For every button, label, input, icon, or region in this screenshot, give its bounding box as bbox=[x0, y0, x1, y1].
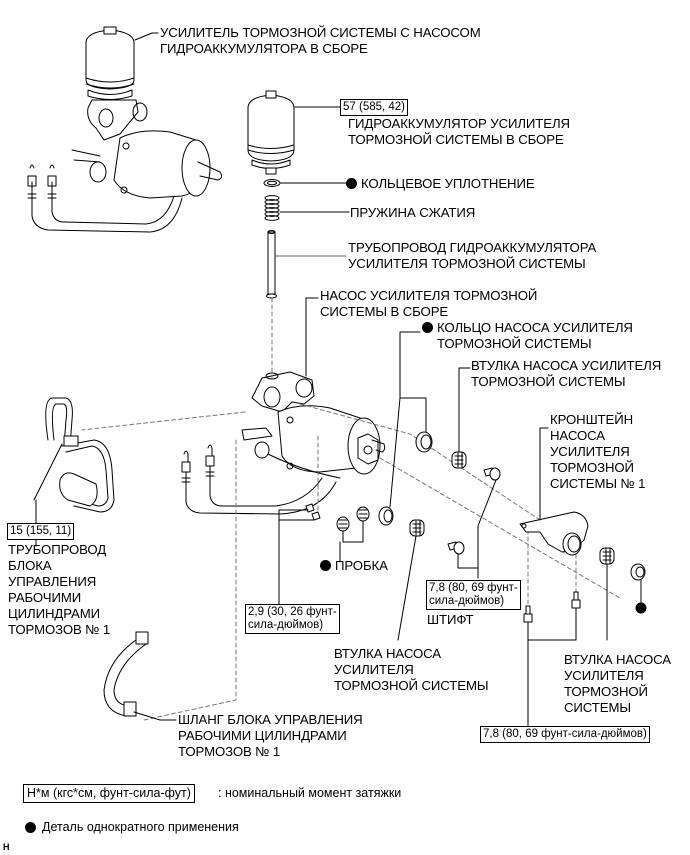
non-reusable-dot-icon bbox=[320, 560, 331, 571]
label-bushing-top: ВТУЛКА НАСОСА УСИЛИТЕЛЯ ТОРМОЗНОЙ СИСТЕМ… bbox=[471, 358, 661, 390]
label-line: ВТУЛКА НАСОСА bbox=[564, 652, 671, 667]
label-line: УСИЛИТЕЛЯ ТОРМОЗНОЙ СИСТЕМЫ bbox=[348, 256, 586, 271]
pin-illustrations bbox=[447, 467, 501, 555]
leader-bolts bbox=[527, 607, 577, 729]
label-line: УСИЛИТЕЛЬ ТОРМОЗНОЙ СИСТЕМЫ С НАСОСОМ bbox=[160, 25, 481, 40]
label-line: ТОРМОЗОВ № 1 bbox=[8, 622, 111, 637]
label-line: СИСТЕМЫ bbox=[564, 700, 631, 715]
label-line: УПРАВЛЕНИЯ bbox=[8, 574, 97, 589]
leader-screws bbox=[278, 509, 315, 605]
label-actuator-pipe: ТРУБОПРОВОД БЛОКА УПРАВЛЕНИЯ РАБОЧИМИ ЦИ… bbox=[8, 542, 110, 638]
non-reusable-dot-cap bbox=[635, 602, 647, 614]
label-pin: ШТИФТ bbox=[427, 612, 474, 627]
label-line: ШЛАНГ БЛОКА УПРАВЛЕНИЯ bbox=[178, 712, 363, 727]
label-booster-assembly: УСИЛИТЕЛЬ ТОРМОЗНОЙ СИСТЕМЫ С НАСОСОМ ГИ… bbox=[160, 25, 481, 57]
label-line: ТОРМОЗНОЙ СИСТЕМЫ В СБОРЕ bbox=[348, 132, 564, 147]
label-line: ВТУЛКА НАСОСА УСИЛИТЕЛЯ bbox=[471, 358, 662, 373]
plug-screw-illustrations bbox=[305, 503, 370, 532]
leader-bracket bbox=[539, 427, 549, 521]
non-reusable-dot-icon bbox=[346, 178, 357, 189]
label-line: РАБОЧИМИ bbox=[8, 590, 82, 605]
assembly-guide-lines bbox=[81, 297, 621, 721]
torque-accumulator: 57 (585, 42) bbox=[340, 99, 409, 116]
label-line: СИСТЕМЫ В СБОРЕ bbox=[320, 304, 449, 319]
label-line: НАСОСА bbox=[550, 428, 605, 443]
label-spring: ПРУЖИНА СЖАТИЯ bbox=[350, 205, 476, 220]
label-line: ВТУЛКА НАСОСА bbox=[334, 646, 441, 661]
label-line: УСИЛИТЕЛЯ bbox=[564, 668, 644, 683]
bolt-illustrations bbox=[523, 591, 581, 623]
legend-non-reusable: Деталь однократного применения bbox=[42, 820, 239, 834]
hose-illustration bbox=[103, 631, 149, 717]
pump-assembly-illustration bbox=[241, 371, 386, 479]
label-accumulator-pipe: ТРУБОПРОВОД ГИДРОАККУМУЛЯТОРА УСИЛИТЕЛЯ … bbox=[348, 240, 596, 272]
label-line: ТОРМОЗНОЙ bbox=[564, 684, 648, 699]
label-line: ГИДРОАККУМУЛЯТОР УСИЛИТЕЛЯ bbox=[348, 116, 570, 131]
label-bushing-right: ВТУЛКА НАСОСА УСИЛИТЕЛЯ ТОРМОЗНОЙ СИСТЕМ… bbox=[564, 652, 671, 716]
label-line: ТОРМОЗНОЙ СИСТЕМЫ bbox=[437, 336, 592, 351]
torque-actuator-pipe: 15 (155, 11) bbox=[7, 523, 75, 540]
label-line: ТОРМОЗОВ № 1 bbox=[178, 744, 281, 759]
label-line: 2,9 (30, 26 фунт- bbox=[248, 606, 337, 618]
accumulator-illustration bbox=[247, 90, 295, 299]
label-pump-assembly: НАСОС УСИЛИТЕЛЯ ТОРМОЗНОЙ СИСТЕМЫ В СБОР… bbox=[320, 288, 537, 320]
label-line: сила-дюймов) bbox=[429, 595, 505, 607]
leader-bushing-mid bbox=[397, 535, 417, 641]
pump-ring-illustration bbox=[378, 431, 433, 526]
label-line: ТОРМОЗНОЙ bbox=[550, 460, 634, 475]
corner-mark: H bbox=[3, 842, 10, 852]
label-pump-ring: КОЛЬЦО НАСОСА УСИЛИТЕЛЯ ТОРМОЗНОЙ СИСТЕМ… bbox=[422, 320, 633, 352]
label-text: ПРОБКА bbox=[335, 558, 388, 573]
legend-torque-units: Н*м (кгс*см, фунт-сила-фут) bbox=[23, 784, 195, 803]
booster-assembly-illustration bbox=[27, 26, 223, 233]
non-reusable-dot-icon bbox=[422, 322, 433, 333]
torque-pins: 7,8 (80, 69 фунт- сила-дюймов) bbox=[426, 580, 521, 610]
label-line: НАСОС УСИЛИТЕЛЯ ТОРМОЗНОЙ bbox=[320, 288, 538, 303]
label-line: 7,8 (80, 69 фунт- bbox=[429, 582, 518, 594]
torque-bolts: 7,8 (80, 69 фунт-сила-дюймов) bbox=[480, 726, 650, 743]
label-line: ЦИЛИНДРАМИ bbox=[8, 606, 100, 621]
label-line: УСИЛИТЕЛЯ bbox=[550, 444, 630, 459]
leader-bushing-top bbox=[458, 367, 471, 453]
label-line: сила-дюймов) bbox=[248, 619, 324, 631]
bushing-illustrations bbox=[409, 451, 615, 565]
leader-hose bbox=[133, 711, 177, 721]
label-o-ring: КОЛЬЦЕВОЕ УПЛОТНЕНИЕ bbox=[346, 176, 535, 192]
pump-wire-connectors bbox=[181, 444, 337, 515]
cap-illustration bbox=[630, 563, 646, 581]
non-reusable-dot-icon bbox=[25, 822, 36, 833]
label-line: ГИДРОАККУМУЛЯТОРА В СБОРЕ bbox=[160, 41, 368, 56]
torque-screws: 2,9 (30, 26 фунт- сила-дюймов) bbox=[245, 604, 340, 634]
label-line: РАБОЧИМИ ЦИЛИНДРАМИ bbox=[178, 728, 347, 743]
leader-plug bbox=[339, 520, 364, 563]
actuator-pipe-illustration bbox=[33, 397, 115, 513]
label-bushing-mid: ВТУЛКА НАСОСА УСИЛИТЕЛЯ ТОРМОЗНОЙ СИСТЕМ… bbox=[334, 646, 489, 694]
label-line: УСИЛИТЕЛЯ bbox=[334, 662, 414, 677]
label-line: КРОНШТЕЙН bbox=[550, 412, 634, 427]
label-text: КОЛЬЦЕВОЕ УПЛОТНЕНИЕ bbox=[361, 176, 535, 191]
label-line: ТРУБОПРОВОД bbox=[8, 542, 107, 557]
label-line: КОЛЬЦО НАСОСА УСИЛИТЕЛЯ bbox=[437, 320, 633, 335]
leader-pin bbox=[457, 479, 497, 579]
bracket-illustration bbox=[519, 511, 589, 556]
label-hose: ШЛАНГ БЛОКА УПРАВЛЕНИЯ РАБОЧИМИ ЦИЛИНДРА… bbox=[178, 712, 363, 760]
label-line: ТОРМОЗНОЙ СИСТЕМЫ bbox=[471, 374, 626, 389]
leader-pump-assembly bbox=[305, 297, 319, 377]
label-line: БЛОКА bbox=[8, 558, 52, 573]
label-line: СИСТЕМЫ № 1 bbox=[550, 476, 646, 491]
label-accumulator: ГИДРОАККУМУЛЯТОР УСИЛИТЕЛЯ ТОРМОЗНОЙ СИС… bbox=[348, 116, 570, 148]
label-line: ТОРМОЗНОЙ СИСТЕМЫ bbox=[334, 678, 489, 693]
label-bracket: КРОНШТЕЙН НАСОСА УСИЛИТЕЛЯ ТОРМОЗНОЙ СИС… bbox=[550, 412, 645, 492]
label-line: ТРУБОПРОВОД ГИДРОАККУМУЛЯТОРА bbox=[348, 240, 597, 255]
legend-torque-description: : номинальный момент затяжки bbox=[218, 786, 402, 800]
leader-booster-assembly bbox=[134, 32, 159, 41]
label-plug: ПРОБКА bbox=[320, 558, 388, 574]
